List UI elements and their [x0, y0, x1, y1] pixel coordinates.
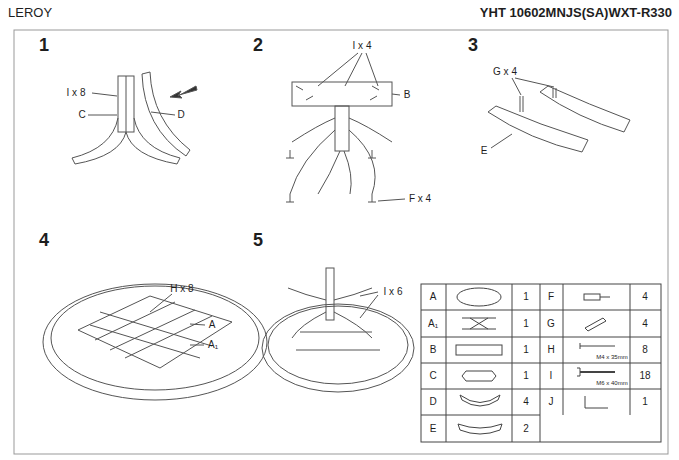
part-count: I x 6	[384, 287, 403, 297]
table-cell: A	[430, 292, 437, 302]
table-cell: E	[430, 424, 437, 434]
table-cell: H	[547, 345, 554, 355]
table-cell: 8	[642, 345, 648, 355]
table-cell: 4	[642, 292, 648, 302]
step-number: 3	[468, 36, 478, 54]
step1-figure	[72, 72, 197, 164]
step5-figure	[262, 268, 414, 392]
table-cell: G	[547, 319, 555, 329]
parts-table	[421, 284, 661, 442]
table-cell: 1	[523, 319, 529, 329]
part-letter: A₁	[208, 340, 218, 350]
screw-size: M4 x 35mm	[596, 354, 627, 360]
table-cell: C	[429, 371, 436, 381]
table-cell: 1	[523, 292, 529, 302]
part-letter: A	[209, 320, 216, 330]
step2-figure	[286, 53, 405, 202]
table-cell: B	[430, 345, 437, 355]
table-cell: 4	[523, 397, 529, 407]
table-cell: 4	[642, 319, 648, 329]
table-cell: 1	[523, 371, 529, 381]
table-cell: 2	[523, 424, 529, 434]
table-cell: F	[548, 292, 554, 302]
part-letter: E	[481, 146, 488, 156]
table-cell: 1	[642, 397, 648, 407]
table-cell: 18	[639, 371, 650, 381]
step-number: 5	[253, 231, 263, 249]
table-cell: J	[549, 397, 554, 407]
part-letter: C	[78, 110, 85, 120]
table-cell: D	[429, 397, 436, 407]
part-count: I x 4	[353, 41, 372, 51]
part-count: I x 8	[67, 88, 86, 98]
brand-name: LEROY	[8, 6, 52, 19]
table-cell: I	[550, 371, 553, 381]
step4-figure	[43, 284, 267, 400]
part-letter: B	[404, 90, 411, 100]
step3-figure	[488, 78, 630, 152]
frame	[14, 30, 668, 454]
table-cell: A₁	[428, 319, 438, 329]
part-letter: D	[177, 110, 184, 120]
part-count: F x 4	[409, 194, 431, 204]
table-cell: 1	[523, 345, 529, 355]
step-number: 1	[39, 36, 49, 54]
part-count: H x 8	[170, 284, 193, 294]
screw-size: M6 x 40mm	[596, 380, 627, 386]
step-number: 4	[39, 231, 49, 249]
model-code: YHT 10602MNJS(SA)WXT-R330	[480, 6, 672, 19]
step-number: 2	[253, 36, 263, 54]
part-count: G x 4	[493, 67, 517, 77]
